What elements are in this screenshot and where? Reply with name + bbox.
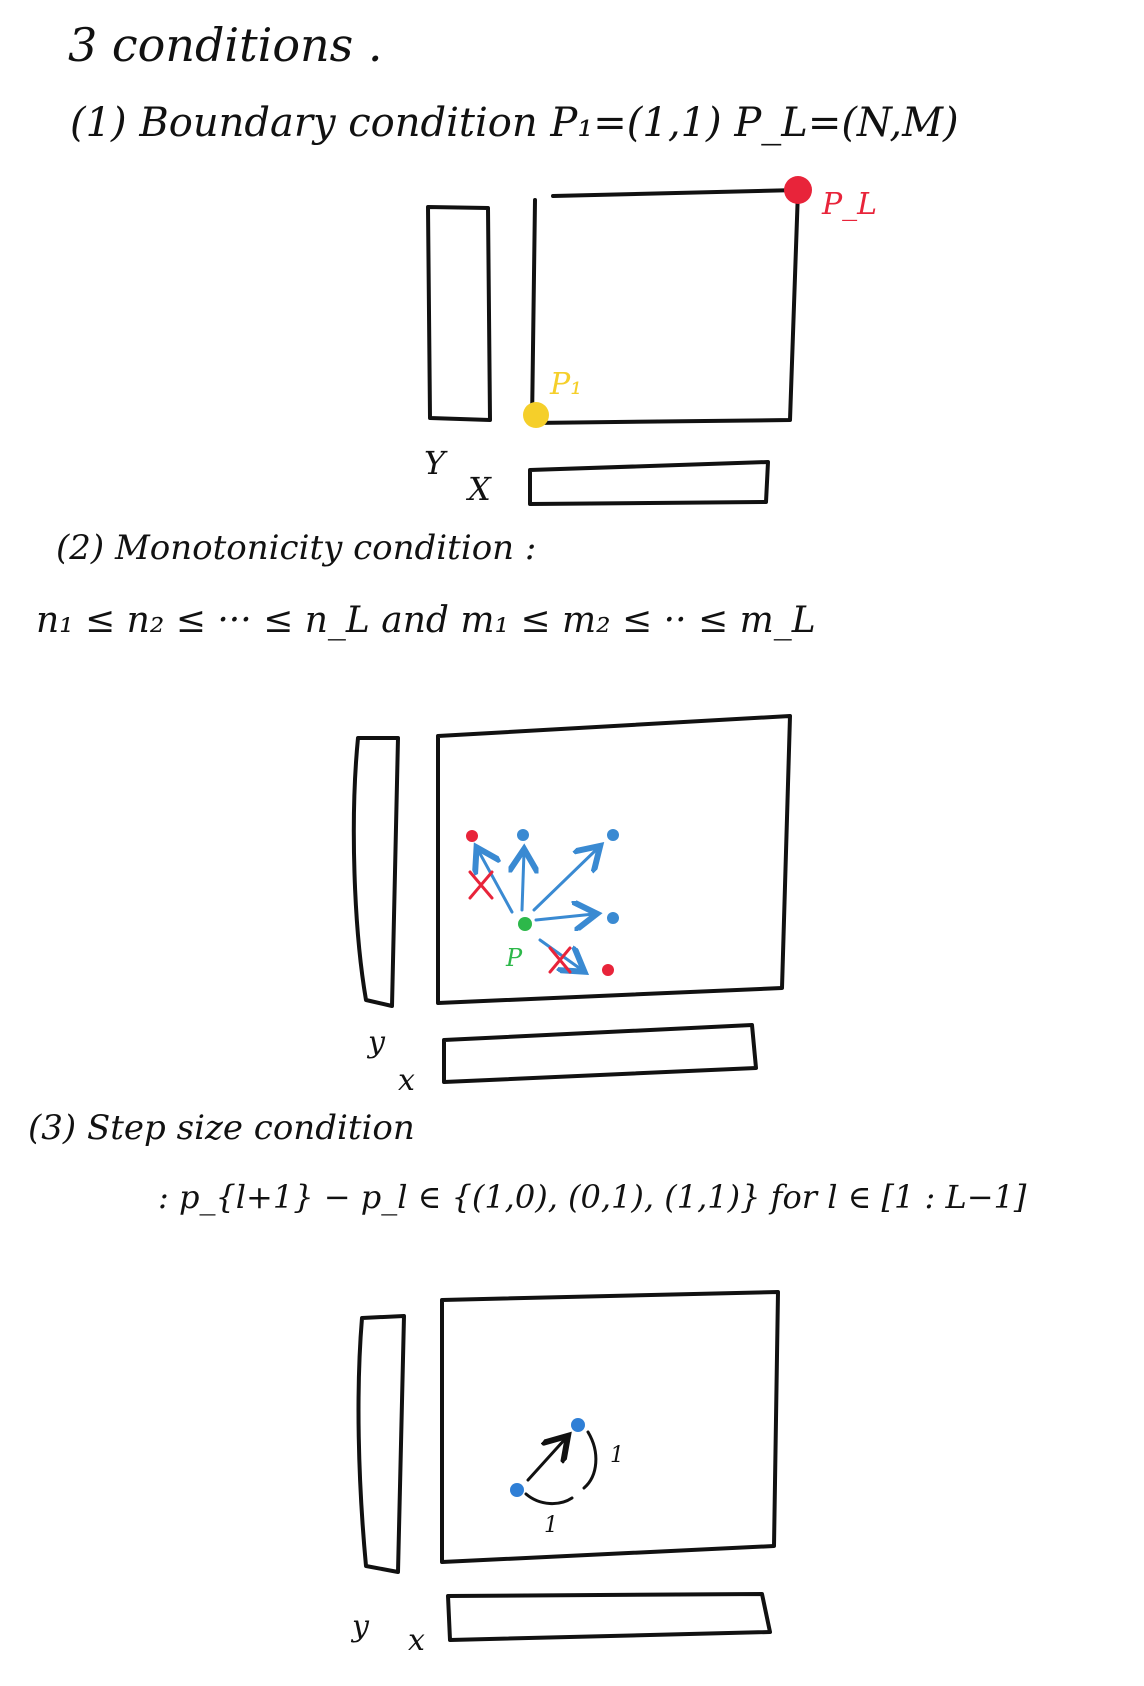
point-p1 [523,402,549,428]
invalid-cross-mark [468,870,494,900]
step-label-bottom: 1 [544,1513,558,1538]
point-pl-label: P_L [821,187,877,222]
step-diagonal-arrow [526,1438,566,1482]
y-sequence-bar [356,1314,406,1574]
monotonicity-diagram: y x P [351,714,792,1098]
y-axis-label: y [350,1609,370,1644]
invalid-target-downright [602,964,614,976]
step-start-point [510,1483,524,1497]
boundary-diagram: Y X P₁ P_L [424,176,877,508]
y-axis-label: Y [424,444,448,482]
point-pl [784,176,812,204]
step-size-equation: : p_{l+1} − p_l ∈ {(1,0), (0,1), (1,1)} … [158,1178,1027,1216]
cost-matrix-box [530,188,800,425]
valid-target-diagonal [607,829,619,841]
y-sequence-bar [351,736,400,1008]
step-end-point [571,1418,585,1432]
point-p1-label: P₁ [549,367,582,402]
cost-matrix-box [440,1290,780,1564]
arrow-downright-invalid [538,938,582,970]
monotonicity-equation: n₁ ≤ n₂ ≤ ··· ≤ n_L and m₁ ≤ m₂ ≤ ·· ≤ m… [36,600,816,641]
x-sequence-bar [446,1592,772,1642]
page-title: 3 conditions . [68,18,383,72]
x-axis-label: x [398,1063,415,1098]
arrow-right [534,914,594,920]
step-size-condition-heading: (3) Step size condition [28,1108,415,1148]
x-axis-label: x [408,1623,425,1658]
arrow-diagonal [532,848,598,912]
y-sequence-bar [426,205,492,422]
point-p [518,917,532,931]
invalid-target-upleft [466,830,478,842]
arrow-up [522,852,524,912]
point-p-label: P [505,944,523,972]
monotonicity-condition-heading: (2) Monotonicity condition : [56,528,537,568]
step-vertical-path [582,1430,598,1490]
invalid-cross-mark [548,946,572,974]
step-size-diagram: y x 1 1 [350,1290,780,1658]
x-axis-label: X [465,470,492,508]
valid-target-up [517,829,529,841]
step-horizontal-path [524,1492,574,1505]
valid-target-right [607,912,619,924]
x-sequence-bar [442,1023,758,1084]
y-axis-label: y [366,1025,386,1060]
arrow-upleft-invalid [478,850,514,914]
x-sequence-bar [528,460,770,506]
cost-matrix-box [436,714,792,1005]
step-label-right: 1 [610,1443,624,1468]
boundary-condition-heading: (1) Boundary condition P₁=(1,1) P_L=(N,M… [70,100,959,146]
